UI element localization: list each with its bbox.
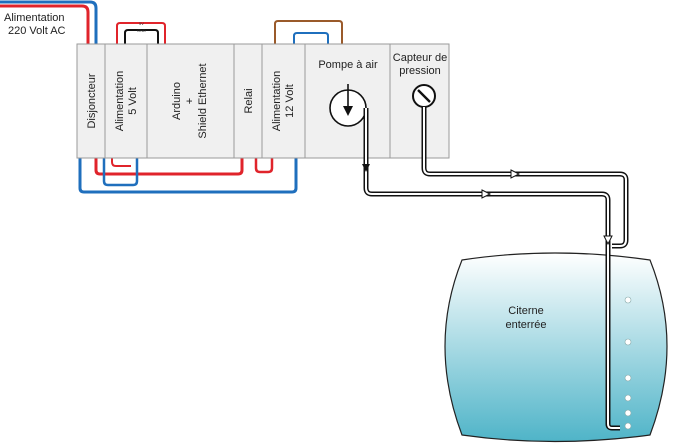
air-tubing bbox=[362, 107, 629, 431]
control-panel bbox=[76, 43, 450, 159]
module-relay: Relai bbox=[243, 88, 255, 113]
tank-label-line1: Citerne bbox=[508, 305, 543, 317]
bottom-wires bbox=[78, 157, 298, 194]
pump-label: Pompe à air bbox=[318, 59, 378, 71]
flow-arrow-icon bbox=[510, 169, 521, 179]
sensor-label-line1: Capteur de bbox=[393, 52, 447, 64]
relay-label: Relai bbox=[243, 88, 255, 113]
tank: Citerne enterrée bbox=[444, 252, 668, 443]
arduino-label-line1: Arduino bbox=[171, 82, 183, 120]
psu5-label-line2: 5 Volt bbox=[127, 87, 139, 115]
breaker-label: Disjoncteur bbox=[86, 73, 98, 128]
power-label: Alimentation 220 Volt AC bbox=[0, 9, 78, 37]
sensor-label-line2: pression bbox=[399, 65, 441, 77]
tiny-label-gnd: GND bbox=[137, 28, 146, 33]
power-label-line1: Alimentation bbox=[4, 12, 65, 24]
module-arduino: Arduino + Shield Ethernet bbox=[171, 63, 209, 138]
arduino-label-line3: Shield Ethernet bbox=[197, 63, 209, 138]
psu5-label-line1: Alimentation bbox=[114, 71, 126, 132]
arduino-label-line2: + bbox=[184, 98, 196, 104]
flow-arrow-icon bbox=[481, 189, 492, 199]
module-psu-12v: Alimentation 12 Volt bbox=[271, 71, 296, 132]
top-wires: 5V GND bbox=[116, 20, 343, 46]
psu12-label-line1: Alimentation bbox=[271, 71, 283, 132]
mains-wires bbox=[0, 0, 98, 46]
tank-body bbox=[444, 252, 668, 443]
module-air-pump: Pompe à air bbox=[318, 59, 378, 127]
air-bubbles bbox=[624, 296, 632, 430]
flow-arrow-icon bbox=[603, 235, 613, 246]
flow-arrow-icon bbox=[362, 164, 370, 172]
power-label-line2: 220 Volt AC bbox=[8, 25, 66, 37]
module-breaker: Disjoncteur bbox=[86, 73, 98, 128]
tiny-label-5v: 5V bbox=[139, 21, 144, 26]
psu12-label-line2: 12 Volt bbox=[284, 84, 296, 118]
module-pressure-sensor: Capteur de pression bbox=[393, 52, 447, 108]
tank-label-line2: enterrée bbox=[506, 319, 547, 331]
module-psu-5v: Alimentation 5 Volt bbox=[114, 71, 139, 132]
